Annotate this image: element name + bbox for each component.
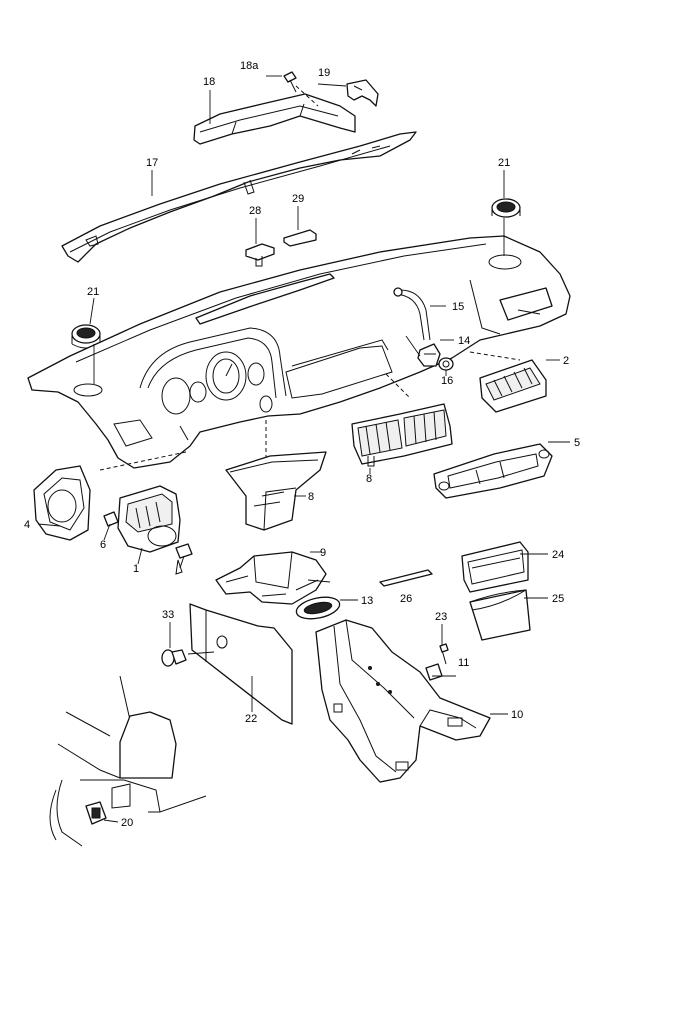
part-17-dash-top-cover	[61, 131, 417, 263]
part-2-right-vent	[479, 359, 547, 413]
label-part-18: 18	[203, 76, 215, 88]
part-20-vent-small	[85, 801, 107, 825]
label-part-28: 28	[249, 205, 261, 217]
label-part-23: 23	[435, 611, 447, 623]
label-part-19: 19	[318, 67, 330, 79]
label-part-25: 25	[552, 593, 564, 605]
part-23-screw	[439, 643, 449, 665]
label-part-11: 11	[458, 657, 469, 669]
label-part-5: 5	[574, 437, 580, 449]
part-4-side-frame	[33, 465, 91, 541]
part-33-fastener	[161, 649, 187, 667]
part-screw	[175, 543, 193, 575]
leader-lines	[37, 75, 570, 823]
dashboard-main-panel	[27, 235, 571, 469]
part-15-cable	[393, 287, 431, 341]
label-part-29: 29	[292, 193, 304, 205]
label-part-6: 6	[100, 539, 106, 551]
label-part-10: 10	[511, 709, 523, 721]
part-26-trim-strip	[379, 569, 433, 587]
part-1-left-vent	[117, 485, 181, 553]
part-5-vent-housing	[433, 443, 553, 499]
label-part-13: 13	[361, 595, 373, 607]
label-part-17: 17	[146, 157, 158, 169]
label-part-16: 16	[441, 375, 453, 387]
part-16-knob	[438, 357, 454, 371]
guide-line	[385, 373, 411, 399]
label-part-20: 20	[121, 817, 133, 829]
label-part-8-vents: 8	[366, 473, 372, 485]
part-22-side-panel	[189, 603, 293, 725]
label-part-18a: 18a	[240, 60, 259, 72]
label-part-9: 9	[320, 547, 326, 559]
label-part-2: 2	[563, 355, 569, 367]
label-part-1: 1	[133, 563, 139, 575]
part-13-oval-ring	[295, 596, 341, 620]
part-14-switch	[417, 343, 441, 367]
part-8-center-vents	[351, 403, 453, 467]
part-6-clip	[103, 511, 119, 527]
part-21-round-vent-right	[491, 198, 521, 218]
part-11-clip	[425, 663, 443, 681]
part-8-funnel-duct	[225, 451, 327, 531]
guide-line	[99, 451, 187, 471]
label-part-15: 15	[452, 301, 464, 313]
label-part-24: 24	[552, 549, 564, 561]
part-29-clip	[283, 229, 317, 247]
label-part-26: 26	[400, 593, 412, 605]
part-18a-screw	[283, 71, 297, 93]
label-part-8-funnel: 8	[308, 491, 314, 503]
label-part-21-right: 21	[498, 157, 510, 169]
part-28-clip	[245, 243, 275, 267]
door-context-outline	[49, 675, 207, 847]
label-part-14: 14	[458, 335, 470, 347]
label-part-21-left: 21	[87, 286, 99, 298]
part-10-floor-duct	[315, 619, 491, 783]
part-24-cup-holder-top	[461, 541, 529, 593]
part-18-defrost-duct	[193, 85, 356, 145]
part-25-cup-holder-bin	[469, 589, 531, 641]
part-9-bracket-duct	[215, 551, 327, 605]
part-19-bracket	[346, 79, 379, 107]
part-number-labels: 18a 19 18 17 21 28 29 21 15 14 16 2 5 8 …	[24, 60, 580, 829]
label-part-33: 33	[162, 609, 174, 621]
guide-line	[469, 351, 521, 361]
label-part-22: 22	[245, 713, 257, 725]
label-part-4: 4	[24, 519, 30, 531]
